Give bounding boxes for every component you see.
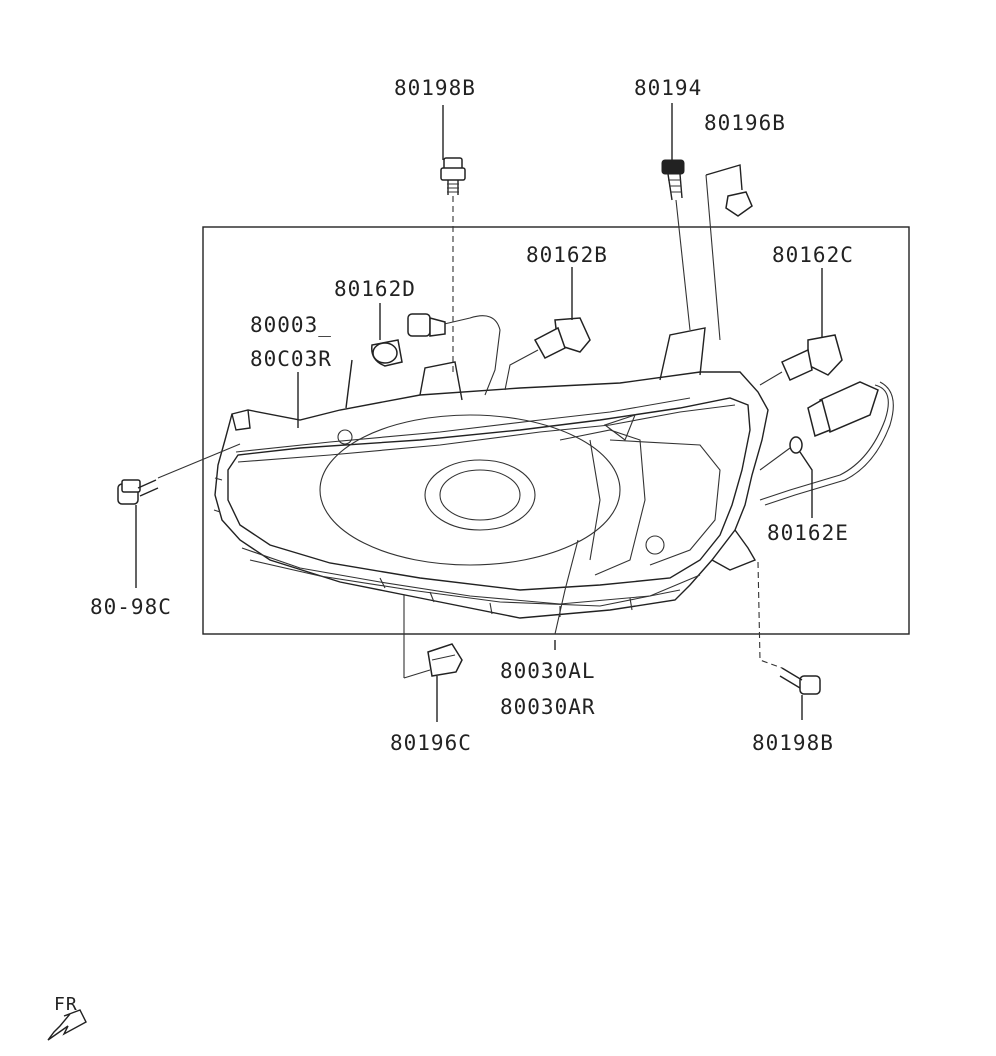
label-80196b: 80196B: [704, 111, 786, 135]
label-80003r: 80C03R: [250, 347, 332, 371]
bulb-80162b: [533, 317, 591, 359]
headlamp-housing: [213, 327, 769, 619]
label-80162e: 80162E: [767, 521, 849, 545]
bolt-80194: [661, 159, 685, 201]
label-80196c: 80196C: [390, 731, 472, 755]
bolt-80198b-bottom: [779, 667, 821, 695]
bulb-80162c: [781, 334, 843, 381]
arrow-down-left-icon: [47, 1009, 87, 1041]
label-80198c: 80-98C: [90, 595, 172, 619]
label-80198b-bottom: 80198B: [752, 731, 834, 755]
bulb-80162d: [407, 313, 446, 337]
label-80162d: 80162D: [334, 277, 416, 301]
label-80162c: 80162C: [772, 243, 854, 267]
leader-80162e: [799, 451, 813, 518]
wiring-harness: [439, 315, 501, 396]
bolt-80198b-top: [440, 157, 466, 195]
label-80030al: 80030AL: [500, 659, 596, 683]
bulb-80162e: [789, 436, 803, 454]
leader-80196b: [705, 164, 743, 191]
label-80198b-top: 80198B: [394, 76, 476, 100]
label-80003l: 80003_: [250, 313, 332, 337]
label-fr: FR: [54, 994, 78, 1015]
assembly-frame: [202, 226, 910, 635]
label-80194: 80194: [634, 76, 702, 100]
label-80030ar: 80030AR: [500, 695, 596, 719]
wiring-harness-right: [759, 384, 889, 501]
clip-80196b: [725, 191, 753, 217]
clip-80196c: [427, 643, 463, 677]
connector-80162c: [807, 381, 879, 438]
bolt-80198c: [117, 479, 159, 505]
bulb-80003: [371, 339, 403, 367]
label-80162b: 80162B: [526, 243, 608, 267]
